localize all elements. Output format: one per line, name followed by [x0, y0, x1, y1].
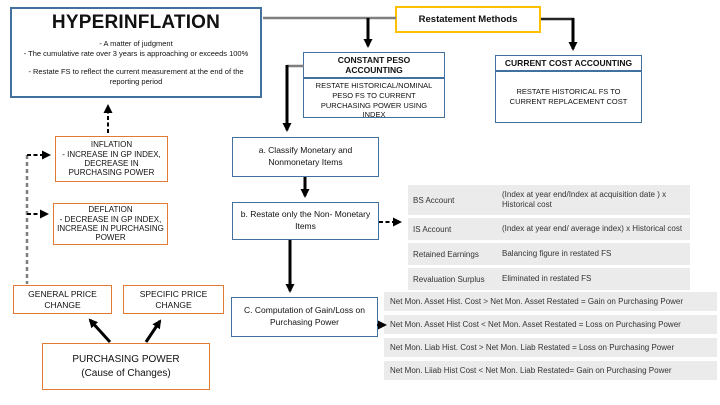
step-c-label: C. Computation of Gain/Loss on Purchasin… [244, 305, 365, 327]
inflation-body: - INCREASE IN GP INDEX, DECREASE IN PURC… [62, 149, 161, 178]
table-row-label: Retained Earnings [413, 249, 479, 259]
step-c-box: C. Computation of Gain/Loss on Purchasin… [231, 297, 378, 337]
table-row: Retained Earnings Balancing figure in re… [408, 243, 690, 265]
hyperinflation-point-3: - Restate FS to reflect the current meas… [28, 67, 244, 87]
table-row: IS Account (Index at year end/ average i… [408, 218, 690, 240]
hyperinflation-point-2: - The cumulative rate over 3 years is ap… [23, 49, 249, 59]
current-cost-box: CURRENT COST ACCOUNTING RESTATE HISTORIC… [495, 55, 642, 123]
restatement-formula-table: BS Account (Index at year end/Index at a… [408, 185, 690, 293]
arrow-pp-to-general [88, 318, 112, 344]
table-row: BS Account (Index at year end/Index at a… [408, 185, 690, 215]
table-row-value: Eliminated in restated FS [502, 273, 592, 283]
table-row-label: BS Account [413, 195, 455, 205]
table-row-value: Balancing figure in restated FS [502, 248, 612, 258]
table-row: Revaluation Surplus Eliminated in restat… [408, 268, 690, 290]
restatement-methods-label: Restatement Methods [418, 14, 518, 25]
hyperinflation-box: HYPERINFLATION - A matter of judgment - … [10, 7, 262, 98]
step-b-label: b. Restate only the Non- Monetary Items [240, 209, 371, 231]
purchasing-power-box: PURCHASING POWER (Cause of Changes) [42, 343, 210, 390]
step-a-box: a. Classify Monetary and Nonmonetary Ite… [232, 137, 379, 177]
purchasing-power-line2: (Cause of Changes) [81, 367, 171, 379]
deflation-body: - DECREASE IN GP INDEX, INCREASE IN PURC… [57, 214, 164, 243]
step-a-label: a. Classify Monetary and Nonmonetary Ite… [258, 145, 353, 167]
general-price-change-box: GENERAL PRICE CHANGE [13, 285, 112, 314]
inflation-box: INFLATION - INCREASE IN GP INDEX, DECREA… [55, 136, 168, 182]
purchasing-power-line1: PURCHASING POWER [72, 353, 180, 365]
constant-peso-title: CONSTANT PESO ACCOUNTING [304, 53, 444, 79]
specific-price-change-box: SPECIFIC PRICE CHANGE [123, 285, 224, 314]
list-item: Net Mon. Asset Hist. Cost > Net Mon. Ass… [384, 292, 717, 311]
constant-peso-box: CONSTANT PESO ACCOUNTING RESTATE HISTORI… [303, 52, 445, 119]
deflation-title: DEFLATION [88, 205, 133, 215]
arrow-pp-to-specific [144, 319, 162, 343]
table-row-value: (Index at year end/Index at acquisition … [502, 189, 667, 209]
specific-price-change-label: SPECIFIC PRICE CHANGE [139, 288, 208, 310]
list-item: Net Mon. Liab Hist. Cost > Net Mon. Liab… [384, 338, 717, 357]
table-row-label: IS Account [413, 224, 452, 234]
inflation-title: INFLATION [90, 140, 133, 150]
table-row-value: (Index at year end/ average index) x His… [502, 223, 683, 233]
deflation-box: DEFLATION - DECREASE IN GP INDEX, INCREA… [53, 203, 168, 245]
current-cost-body: RESTATE HISTORICAL FS TO CURRENT REPLACE… [509, 87, 628, 106]
list-item: Net Mon. Liiab Hist Cost < Net Mon. Liab… [384, 361, 717, 380]
list-item: Net Mon. Asset Hist Cost < Net Mon. Asse… [384, 315, 717, 334]
step-b-box: b. Restate only the Non- Monetary Items [232, 202, 379, 240]
restatement-methods-box: Restatement Methods [395, 6, 541, 33]
hyperinflation-point-1: - A matter of judgment [99, 39, 173, 48]
general-price-change-label: GENERAL PRICE CHANGE [28, 288, 97, 310]
table-row-label: Revaluation Surplus [413, 274, 485, 284]
constant-peso-body: RESTATE HISTORICAL/NOMINAL PESO FS TO CU… [315, 81, 433, 120]
gain-loss-rules-list: Net Mon. Asset Hist. Cost > Net Mon. Ass… [384, 292, 717, 384]
current-cost-title: CURRENT COST ACCOUNTING [496, 56, 641, 72]
hyperinflation-title: HYPERINFLATION [51, 12, 221, 33]
